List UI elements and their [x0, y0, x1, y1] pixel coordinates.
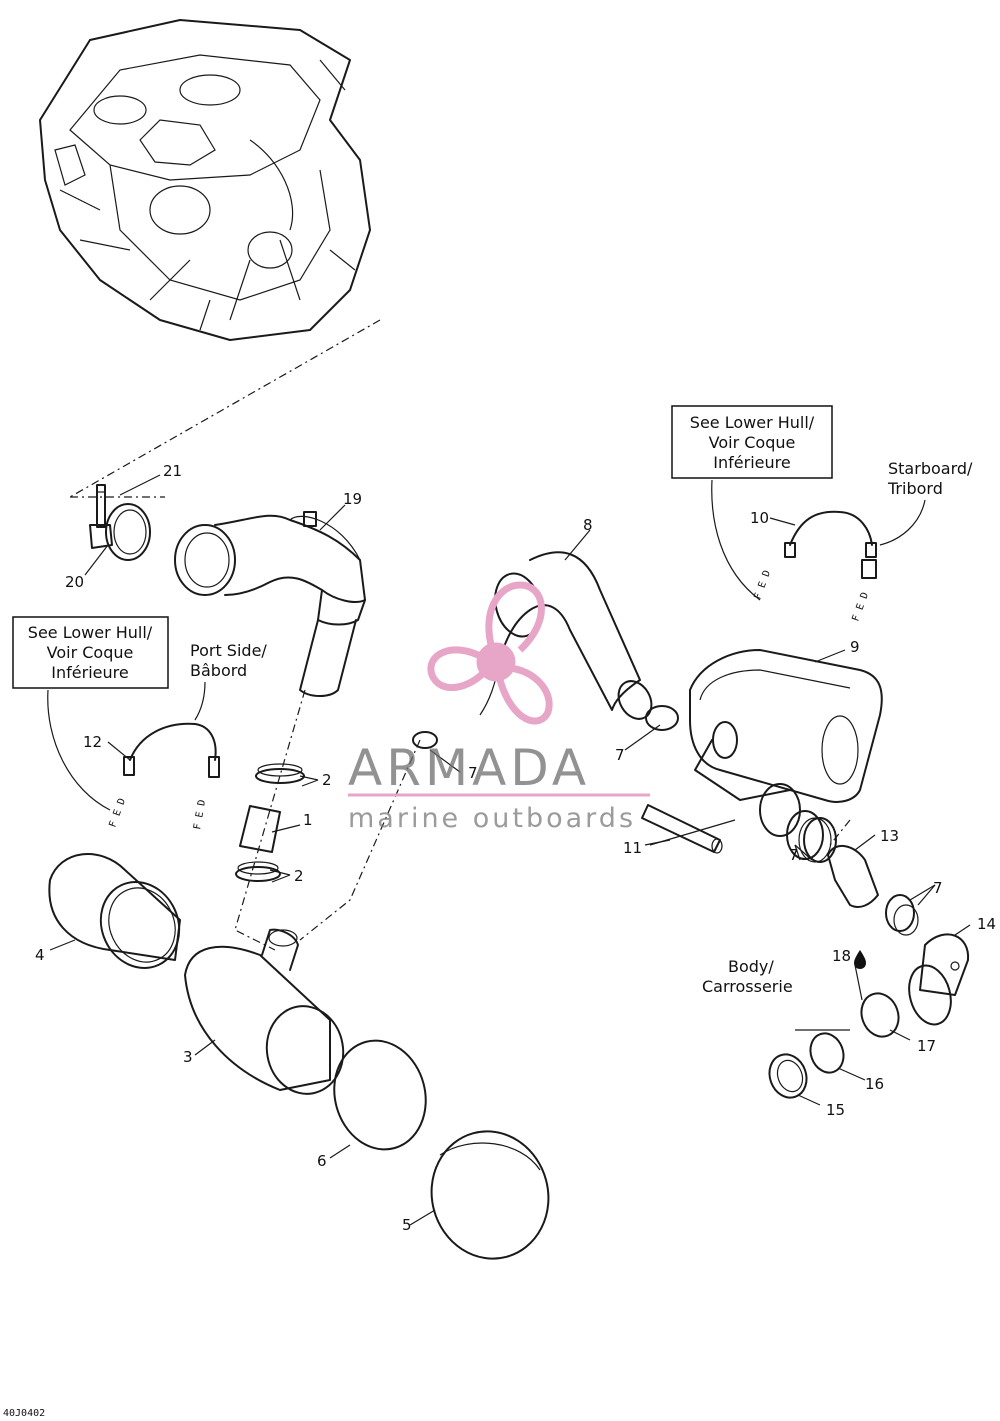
callout-4: 4: [35, 946, 45, 964]
svg-text:ARMADA: ARMADA: [348, 739, 590, 797]
figure-code: 40J0402: [3, 1408, 45, 1419]
part-4-shell: [48, 853, 181, 969]
callout-15: 15: [826, 1101, 845, 1119]
part-9-muffler-box: [689, 649, 883, 863]
callout-2-upper: 2: [322, 771, 332, 789]
callout-7-center: 7: [468, 764, 478, 782]
part-7-clamp-near-hose: [645, 705, 679, 731]
callout-7-pair: 7: [789, 846, 799, 864]
callout-7-hose: 7: [615, 746, 625, 764]
svg-text:Port Side/: Port Side/: [190, 641, 267, 660]
part-13-elbow: [827, 845, 879, 908]
callout-8: 8: [583, 516, 593, 534]
part-17-gasket: [860, 992, 900, 1038]
part-1-sleeve: [239, 805, 281, 853]
propeller-logo-icon: [427, 581, 553, 725]
svg-text:F E D: F E D: [192, 799, 208, 831]
callout-17: 17: [917, 1037, 936, 1055]
part-2-clamp-lower: [235, 861, 281, 882]
part-10-starboard-tube: [784, 510, 877, 579]
part-15-nut: [768, 1053, 808, 1099]
part-7-clamp-pair: [786, 810, 832, 863]
callout-19: 19: [343, 490, 362, 508]
part-16-ring: [809, 1032, 845, 1074]
svg-text:Inférieure: Inférieure: [51, 663, 128, 682]
callout-1: 1: [303, 811, 313, 829]
callout-18: 18: [832, 947, 851, 965]
part-6-ring: [333, 1039, 427, 1151]
part-3-muffler: [184, 928, 345, 1095]
callout-14: 14: [977, 915, 996, 933]
svg-text:F E D: F E D: [850, 591, 871, 623]
part-19-exhaust-pipe: [174, 511, 366, 697]
part-7-clamp-lower: [885, 894, 919, 936]
note-starboard: Starboard/ Tribord: [887, 459, 973, 498]
part-5-end-cap: [430, 1130, 550, 1260]
svg-text:See Lower Hull/: See Lower Hull/: [690, 413, 815, 432]
svg-text:See Lower Hull/: See Lower Hull/: [28, 623, 153, 642]
callout-10: 10: [750, 509, 769, 527]
svg-text:Voir Coque: Voir Coque: [47, 643, 134, 662]
part-8-hose: [479, 551, 653, 720]
part-12-port-tube: [123, 722, 220, 778]
callout-12: 12: [83, 733, 102, 751]
note-lower-hull-left: See Lower Hull/ Voir Coque Inférieure: [12, 616, 169, 689]
part-20-clamp: [89, 503, 151, 561]
svg-text:Starboard/: Starboard/: [888, 459, 973, 478]
note-lower-hull-right: See Lower Hull/ Voir Coque Inférieure: [671, 405, 833, 479]
callout-11: 11: [623, 839, 642, 857]
callout-16: 16: [865, 1075, 884, 1093]
svg-text:Voir Coque: Voir Coque: [709, 433, 796, 452]
svg-text:Carrosserie: Carrosserie: [702, 977, 793, 996]
engine-block-illustration: [39, 19, 371, 341]
callout-21: 21: [163, 462, 182, 480]
callout-3: 3: [183, 1048, 193, 1066]
callout-6: 6: [317, 1152, 327, 1170]
drop-icon: [854, 950, 866, 969]
svg-text:Bâbord: Bâbord: [190, 661, 247, 680]
callout-7-elbow: 7: [933, 879, 943, 897]
svg-text:Inférieure: Inférieure: [713, 453, 790, 472]
callout-20: 20: [65, 573, 84, 591]
svg-text:Body/: Body/: [728, 957, 774, 976]
part-14-outlet-elbow: [908, 933, 970, 1026]
note-body: Body/ Carrosserie: [702, 957, 793, 996]
callout-5: 5: [402, 1216, 412, 1234]
part-21-bolt: [96, 484, 106, 528]
svg-text:marine outboards: marine outboards: [348, 803, 636, 834]
callout-2-lower: 2: [294, 867, 304, 885]
svg-text:Tribord: Tribord: [887, 479, 943, 498]
part-7-clamp-center: [412, 731, 438, 749]
callout-9: 9: [850, 638, 860, 656]
part-11-hose: [641, 804, 723, 854]
svg-text:F E D: F E D: [107, 797, 128, 829]
part-2-clamp-upper: [255, 763, 305, 784]
note-port-side: Port Side/ Bâbord: [190, 641, 267, 680]
armada-watermark: ARMADA marine outboards: [348, 581, 650, 834]
callout-13: 13: [880, 827, 899, 845]
